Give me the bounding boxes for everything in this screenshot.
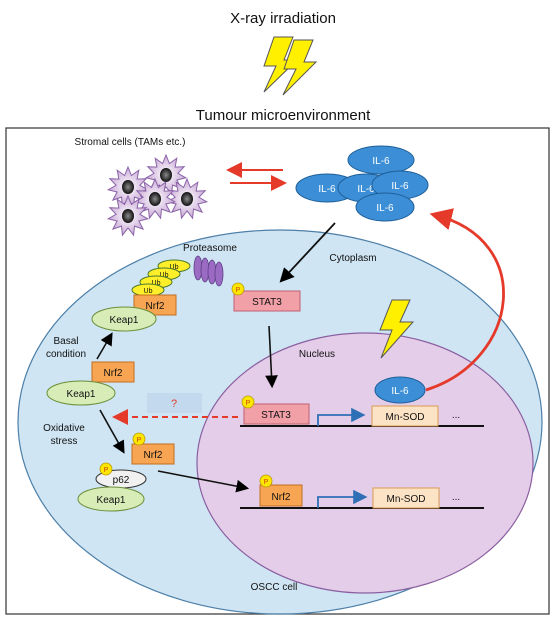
nucleus xyxy=(196,332,534,594)
gene-ellipsis: ... xyxy=(452,410,460,421)
arrow-il6-secretion xyxy=(425,208,505,392)
il6-label: IL-6 xyxy=(391,386,409,397)
keap1-label: Keap1 xyxy=(67,389,96,400)
stromal-nucleus xyxy=(181,192,193,206)
ub-label: Ub xyxy=(170,264,179,271)
nrf2-label: Nrf2 xyxy=(144,450,163,461)
arrow-stat3-to-nucleus xyxy=(265,325,278,389)
phospho-icon xyxy=(132,432,146,446)
stromal-label: Stromal cells (TAMs etc.) xyxy=(75,137,186,148)
arrow-basal xyxy=(96,332,113,360)
title: X-ray irradiation xyxy=(230,10,336,27)
stromal-cells xyxy=(106,153,209,237)
il6-label: IL-6 xyxy=(372,156,390,167)
ub-label: Ub xyxy=(152,280,161,287)
phospho-label: P xyxy=(264,479,269,486)
oxidative-label-line1: Oxidative xyxy=(43,423,85,434)
ubiquitin-chain: Ub Ub Ub Ub xyxy=(131,259,191,297)
keap1-ellipse xyxy=(77,486,145,512)
phospho-icon xyxy=(241,395,255,409)
unknown-box xyxy=(147,393,202,413)
phospho-label: P xyxy=(236,287,241,294)
nucleus-label: Nucleus xyxy=(299,349,335,360)
il6-label: IL-6 xyxy=(391,181,409,192)
oxidative-label-line2: stress xyxy=(51,436,78,447)
phospho-label: P xyxy=(246,400,251,407)
arrow-oxidative xyxy=(99,409,125,454)
keap1-ellipse xyxy=(46,380,116,406)
stromal-nucleus xyxy=(122,180,134,194)
transcription-arrow xyxy=(317,407,366,426)
phospho-icon xyxy=(231,282,245,296)
proteasome-icon xyxy=(193,255,224,287)
arrow-nrf2-to-nucleus xyxy=(157,470,250,493)
il6-cluster: IL-6 IL-6 IL-6 IL-6 IL-6 xyxy=(295,145,429,222)
gene-label: Mn-SOD xyxy=(386,412,425,423)
stromal-nucleus xyxy=(160,168,172,182)
stromal-nucleus xyxy=(122,209,134,223)
transcription-arrow xyxy=(317,489,368,508)
nrf2-box xyxy=(259,484,303,507)
il6-ellipse xyxy=(355,192,415,222)
il6-label: IL-6 xyxy=(376,203,394,214)
nrf2-label: Nrf2 xyxy=(146,301,165,312)
ub-label: Ub xyxy=(160,272,169,279)
p62-label: p62 xyxy=(113,475,130,486)
basal-label-line1: Basal xyxy=(53,336,78,347)
subtitle: Tumour microenvironment xyxy=(196,107,371,124)
keap1-ellipse xyxy=(91,306,157,332)
keap1-label: Keap1 xyxy=(110,315,139,326)
lightning-bolt-icon xyxy=(263,36,299,93)
lightning-bolt-icon xyxy=(282,39,318,96)
cytoplasm-label: Cytoplasm xyxy=(329,253,376,264)
basal-label-line2: condition xyxy=(46,349,86,360)
ub-label: Ub xyxy=(144,288,153,295)
stat3-label: STAT3 xyxy=(261,410,291,421)
il6-label: IL-6 xyxy=(318,184,336,195)
proteasome-label: Proteasome xyxy=(183,243,237,254)
nrf2-box xyxy=(131,443,175,465)
il6-label: IL-6 xyxy=(357,184,375,195)
stat3-box xyxy=(233,290,301,312)
gene-ellipsis: ... xyxy=(452,492,460,503)
oscc-cell-label: OSCC cell xyxy=(251,582,298,593)
lightning-bolt-icon xyxy=(379,299,415,359)
stat3-label: STAT3 xyxy=(252,297,282,308)
stromal-nucleus xyxy=(149,192,161,206)
arrow-il6-to-stat3 xyxy=(279,222,336,283)
unknown-label: ? xyxy=(171,398,177,410)
gene-box xyxy=(372,487,440,509)
il6-ellipse xyxy=(347,145,415,175)
phospho-icon xyxy=(99,462,113,476)
keap1-label: Keap1 xyxy=(97,495,126,506)
nrf2-box xyxy=(91,361,135,383)
nrf2-label: Nrf2 xyxy=(104,368,123,379)
phospho-label: P xyxy=(104,467,109,474)
phospho-label: P xyxy=(137,437,142,444)
stat3-box xyxy=(243,403,310,425)
gene-label: Mn-SOD xyxy=(387,494,426,505)
phospho-icon xyxy=(259,474,273,488)
gene-box xyxy=(371,405,439,427)
nrf2-label: Nrf2 xyxy=(272,492,291,503)
il6-ellipse xyxy=(374,376,426,404)
